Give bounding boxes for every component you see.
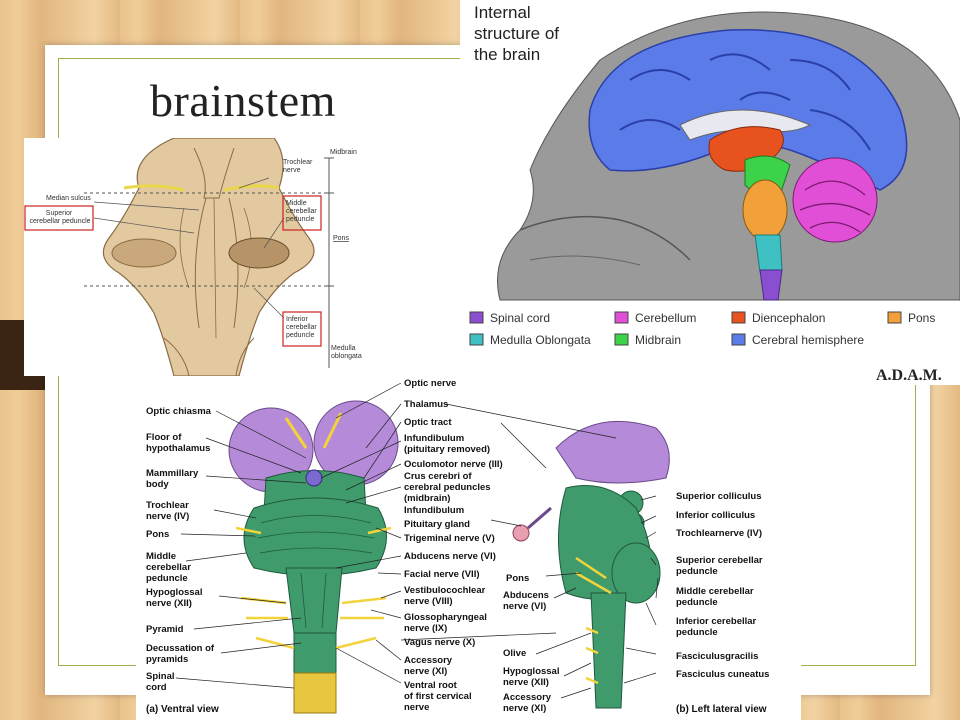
- legend-swatch-midbrain: [614, 333, 629, 346]
- label-fasciculus-gracilis: Fasciculusgracilis: [676, 651, 758, 662]
- legend-label-cerebral-hemisphere: Cerebral hemisphere: [752, 333, 864, 347]
- label-superior-cerebellar-peduncle: Superior cerebellar peduncle: [29, 210, 90, 225]
- label-medulla-oblongata: Medulla oblongata: [331, 345, 362, 360]
- label-superior-colliculus: Superior colliculus: [676, 491, 762, 502]
- label-inferior-colliculus: Inferior colliculus: [676, 510, 755, 521]
- legend-label-diencephalon: Diencephalon: [752, 311, 825, 325]
- label-oculomotor-nerve-iii: Oculomotor nerve (III): [404, 459, 503, 470]
- label-pituitary-gland: Pituitary gland: [404, 519, 470, 530]
- ventral-view-drawing: [228, 400, 399, 714]
- legend: Spinal cord Cerebellum Diencephalon Pons…: [469, 311, 935, 347]
- adam-logo: A.D.A.M.: [876, 367, 942, 384]
- caption-ventral-view: (a) Ventral view: [146, 704, 219, 715]
- legend-swatch-cerebellum: [614, 311, 629, 324]
- caption-lateral-view: (b) Left lateral view: [676, 704, 767, 715]
- label-abducens-nerve-vi: Abducens nerve (VI): [404, 551, 496, 562]
- label-trochlear-nerve: Trochlear nerve: [283, 159, 314, 174]
- label-median-sulcus: Median sulcus: [46, 195, 91, 202]
- legend-label-spinal-cord: Spinal cord: [490, 311, 550, 325]
- legend-swatch-spinal-cord: [469, 311, 484, 324]
- leader-lines: [175, 382, 659, 699]
- label-lateral-trochlear-nerve: Trochlearnerve (IV): [676, 528, 762, 539]
- dorsal-brainstem-diagram: Midbrain Trochlear nerve Median sulcus S…: [24, 138, 362, 376]
- label-pyramid: Pyramid: [146, 624, 184, 635]
- label-optic-chiasma: Optic chiasma: [146, 406, 212, 417]
- legend-label-medulla: Medulla Oblongata: [490, 333, 591, 347]
- label-facial-nerve-vii: Facial nerve (VII): [404, 569, 480, 580]
- label-thalamus: Thalamus: [404, 399, 448, 410]
- dorsal-brainstem-panel: Midbrain Trochlear nerve Median sulcus S…: [24, 138, 382, 376]
- center-labels: Optic nerve Thalamus Optic tract Infundi…: [404, 378, 503, 713]
- legend-swatch-cerebral-hemisphere: [731, 333, 746, 346]
- label-pons: Pons: [333, 235, 349, 242]
- lateral-right-labels: Superior colliculus Inferior colliculus …: [676, 491, 769, 680]
- label-pons: Pons: [146, 529, 169, 540]
- label-optic-nerve: Optic nerve: [404, 378, 456, 389]
- legend-swatch-diencephalon: [731, 311, 746, 324]
- sagittal-section-panel: Internal structure of the brain Spinal c…: [460, 0, 960, 385]
- label-vagus-nerve-x: Vagus nerve (X): [404, 637, 475, 648]
- sagittal-title: Internal structure of the brain: [474, 3, 564, 64]
- slide-title: brainstem: [150, 75, 336, 126]
- label-optic-tract: Optic tract: [404, 417, 452, 428]
- label-fasciculus-cuneatus: Fasciculus cuneatus: [676, 669, 769, 680]
- label-midbrain: Midbrain: [330, 149, 357, 156]
- label-inferior-cerebellar-peduncle: Inferior cerebellar peduncle: [286, 316, 319, 339]
- label-lateral-pons: Pons: [506, 573, 529, 584]
- legend-label-midbrain: Midbrain: [635, 333, 681, 347]
- legend-swatch-pons: [887, 311, 902, 324]
- lateral-view-drawing: [512, 420, 670, 709]
- label-middle-cerebellar-peduncle: Middle cerebellar peduncle: [286, 200, 319, 223]
- legend-swatch-medulla: [469, 333, 484, 346]
- label-olive: Olive: [503, 648, 526, 659]
- label-infundibulum: Infundibulum: [404, 505, 464, 516]
- label-infundibulum-pituitary-removed: Infundibulum(pituitary removed): [404, 433, 490, 455]
- legend-label-cerebellum: Cerebellum: [635, 311, 696, 325]
- legend-label-pons: Pons: [908, 311, 935, 325]
- label-trigeminal-nerve-v: Trigeminal nerve (V): [404, 533, 495, 544]
- sagittal-brain-diagram: Internal structure of the brain Spinal c…: [469, 3, 960, 384]
